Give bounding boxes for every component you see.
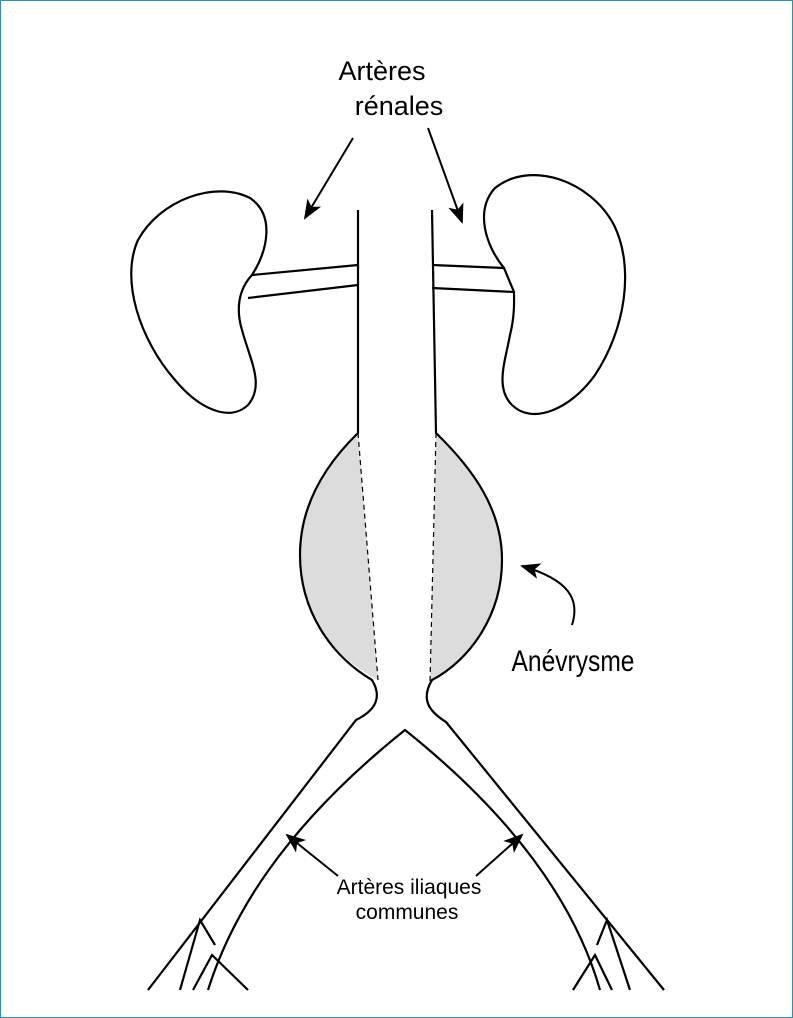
renal-arrow-right [428,128,462,222]
iliac-arrow-left [287,835,338,876]
iliac-label-line1: Artères iliaques [337,876,482,899]
right-kidney [484,175,625,414]
aneurysm-left-sac [300,433,378,680]
aneurysm-label: Anévrysme [512,644,635,678]
left-renal-artery [248,265,358,298]
renal-arrow-left [305,138,353,218]
renal-label-line2: rénales [355,91,444,121]
renal-label-line1: Artères [338,56,425,86]
iliac-arrow-right [476,835,522,876]
right-renal-artery [432,265,514,292]
iliac-inner-walls [208,730,600,990]
right-lower-branch [573,920,630,990]
left-lower-branch [180,920,248,990]
aneurysm-arrow [522,566,574,625]
iliac-label-line2: communes [356,901,459,924]
aneurysm-right-sac [430,433,502,682]
left-kidney [131,191,266,412]
